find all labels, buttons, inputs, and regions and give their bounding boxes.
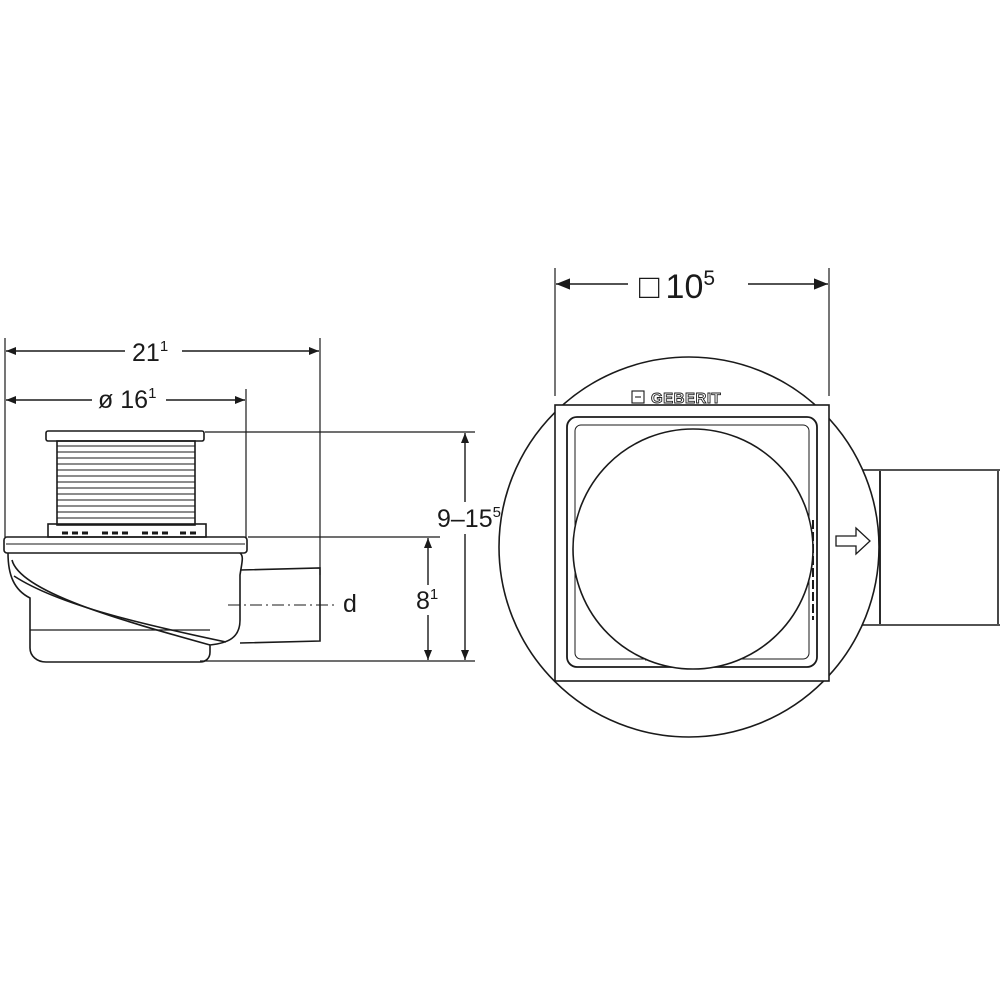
- brand-logo: GEBERIT: [631, 390, 721, 407]
- grate-size-label: □105: [639, 267, 715, 306]
- body-height-dimension: 81: [412, 538, 444, 660]
- top-extension-lines: [554, 268, 830, 396]
- grate-top: [45, 430, 205, 442]
- trap-body: [7, 552, 244, 663]
- grate-size-dimension: □105: [556, 267, 828, 306]
- threaded-riser: [56, 440, 196, 526]
- brand-text: GEBERIT: [651, 390, 721, 407]
- total-height-label: 9–155: [437, 504, 501, 533]
- overall-width-dimension: 211: [6, 338, 319, 367]
- flange: [3, 536, 248, 554]
- outlet-label: d: [343, 590, 357, 618]
- total-height-dimension: 9–155: [432, 433, 504, 660]
- flow-arrow-icon: [835, 526, 871, 556]
- overall-width-label: 211: [132, 338, 168, 367]
- center-disc: [572, 428, 814, 670]
- top-view: □105 GEBERIT: [498, 267, 1000, 738]
- collar: [47, 523, 207, 538]
- body-height-label: 81: [416, 586, 438, 615]
- square-symbol: □: [639, 268, 660, 306]
- extension-lines: [4, 338, 475, 662]
